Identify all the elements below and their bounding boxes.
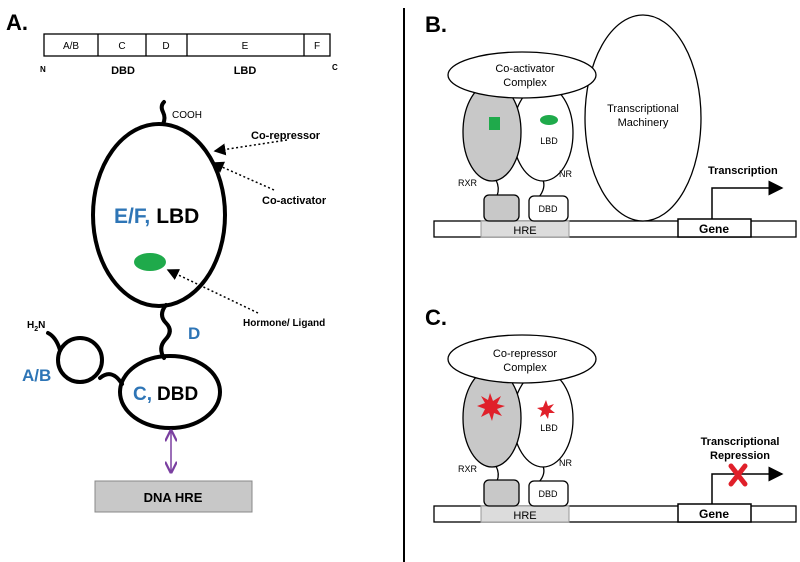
rxr-dbd-b — [483, 194, 520, 222]
panel-a-label: A. — [6, 10, 28, 35]
nr-lbd-label-c: LBD — [540, 423, 558, 433]
repressed-transcription-arrow — [711, 466, 784, 504]
nr-lbd-c — [512, 370, 574, 468]
rxr-stalk-c — [495, 465, 499, 482]
dbd-domain-label: C,DBD — [133, 384, 198, 405]
nr-stalk-c — [538, 465, 545, 483]
corepressor-arrow — [213, 139, 288, 156]
hormone-arrow — [166, 269, 259, 314]
panel-c-label: C. — [425, 305, 447, 330]
nr-dbd-label-c: DBD — [538, 489, 558, 499]
gene-label-b: Gene — [699, 222, 729, 236]
dna-hre-label: DNA HRE — [144, 490, 203, 505]
ab-domain-label: A/B — [22, 366, 51, 385]
domain-c: C — [118, 41, 125, 52]
domain-bar: A/B C D E F N C DBD LBD — [40, 33, 338, 77]
cooh-tail — [159, 100, 167, 126]
gene-box-b — [677, 218, 752, 238]
machinery-label-2: Machinery — [618, 117, 669, 129]
nr-label-b: NR — [559, 169, 572, 179]
coactivator-complex-label-1: Co-activator — [495, 63, 555, 75]
panel-b: B. HRE Gene DBD LBD NR RXR Transcription… — [425, 12, 797, 238]
lbd-ellipse — [91, 122, 227, 308]
rxr-ligand-c — [477, 393, 505, 421]
panel-c: C. HRE Gene DBD LBD NR RXR Co-repressor … — [425, 305, 797, 523]
corepressor-complex-label-2: Complex — [503, 362, 547, 374]
gene-label-c: Gene — [699, 507, 729, 521]
domain-e: E — [242, 41, 249, 52]
nr-dbd-c — [528, 480, 569, 507]
cooh-label: COOH — [172, 110, 202, 121]
hre-label-b: HRE — [513, 225, 536, 237]
corepressor-label: Co-repressor — [251, 130, 321, 142]
rxr-dbd-c — [483, 479, 520, 507]
lbd-domain-label: E/F,LBD — [114, 205, 199, 228]
transcription-label: Transcription — [708, 165, 778, 177]
repression-label-1: Transcriptional — [701, 436, 780, 448]
gene-box-c — [677, 503, 752, 523]
nr-dbd-label-b: DBD — [538, 204, 558, 214]
hre-box-c — [480, 505, 570, 523]
panel-b-label: B. — [425, 12, 447, 37]
repression-label-2: Repression — [710, 450, 770, 462]
rxr-ligand-b — [489, 117, 500, 130]
rxr-label-b: RXR — [458, 178, 478, 188]
coactivator-arrow — [211, 161, 275, 191]
rxr-label-c: RXR — [458, 464, 478, 474]
transcriptional-machinery — [584, 14, 702, 222]
corepressor-complex — [447, 334, 597, 384]
ab-linker — [98, 372, 124, 386]
coactivator-complex-label-2: Complex — [503, 77, 547, 89]
repression-x-icon — [728, 463, 748, 487]
hre-label-c: HRE — [513, 510, 536, 522]
nr-lbd-b — [512, 84, 574, 182]
hormone-ligand-label: Hormone/ Ligand — [243, 318, 325, 329]
transcription-arrow — [711, 180, 784, 219]
nr-dbd-b — [528, 195, 569, 222]
dbd-ellipse — [118, 354, 222, 430]
hre-box-b — [480, 220, 570, 238]
c-terminus-label: C — [332, 63, 338, 72]
binding-arrows — [166, 139, 288, 314]
machinery-label-1: Transcriptional — [607, 103, 679, 115]
domain-f: F — [314, 41, 320, 52]
panel-a: A. A/B C D E F N C DBD LBD — [6, 10, 338, 513]
nr-lbd-label-b: LBD — [540, 136, 558, 146]
n-terminus-label: N — [40, 65, 46, 74]
coactivator-label: Co-activator — [262, 195, 327, 207]
h2n-label: H2N — [27, 320, 45, 333]
nr-stalk-b — [538, 179, 545, 198]
rxr-stalk-b — [495, 179, 499, 197]
lbd-bar-label: LBD — [234, 65, 257, 77]
corepressor-complex-label-1: Co-repressor — [493, 348, 558, 360]
dbd-bar-label: DBD — [111, 65, 135, 77]
d-domain-label: D — [188, 324, 200, 343]
ligand — [134, 253, 166, 271]
nr-ligand-b — [540, 115, 558, 125]
nr-label-c: NR — [559, 458, 572, 468]
domain-d: D — [162, 41, 169, 52]
h2n-tail — [46, 331, 62, 352]
coactivator-complex — [447, 51, 597, 99]
domain-ab: A/B — [63, 41, 79, 52]
ab-loop — [56, 336, 104, 384]
dna-hre-box — [94, 480, 253, 513]
nr-ligand-c — [537, 400, 555, 419]
receptor-structure — [46, 100, 227, 430]
d-hinge — [159, 303, 172, 360]
